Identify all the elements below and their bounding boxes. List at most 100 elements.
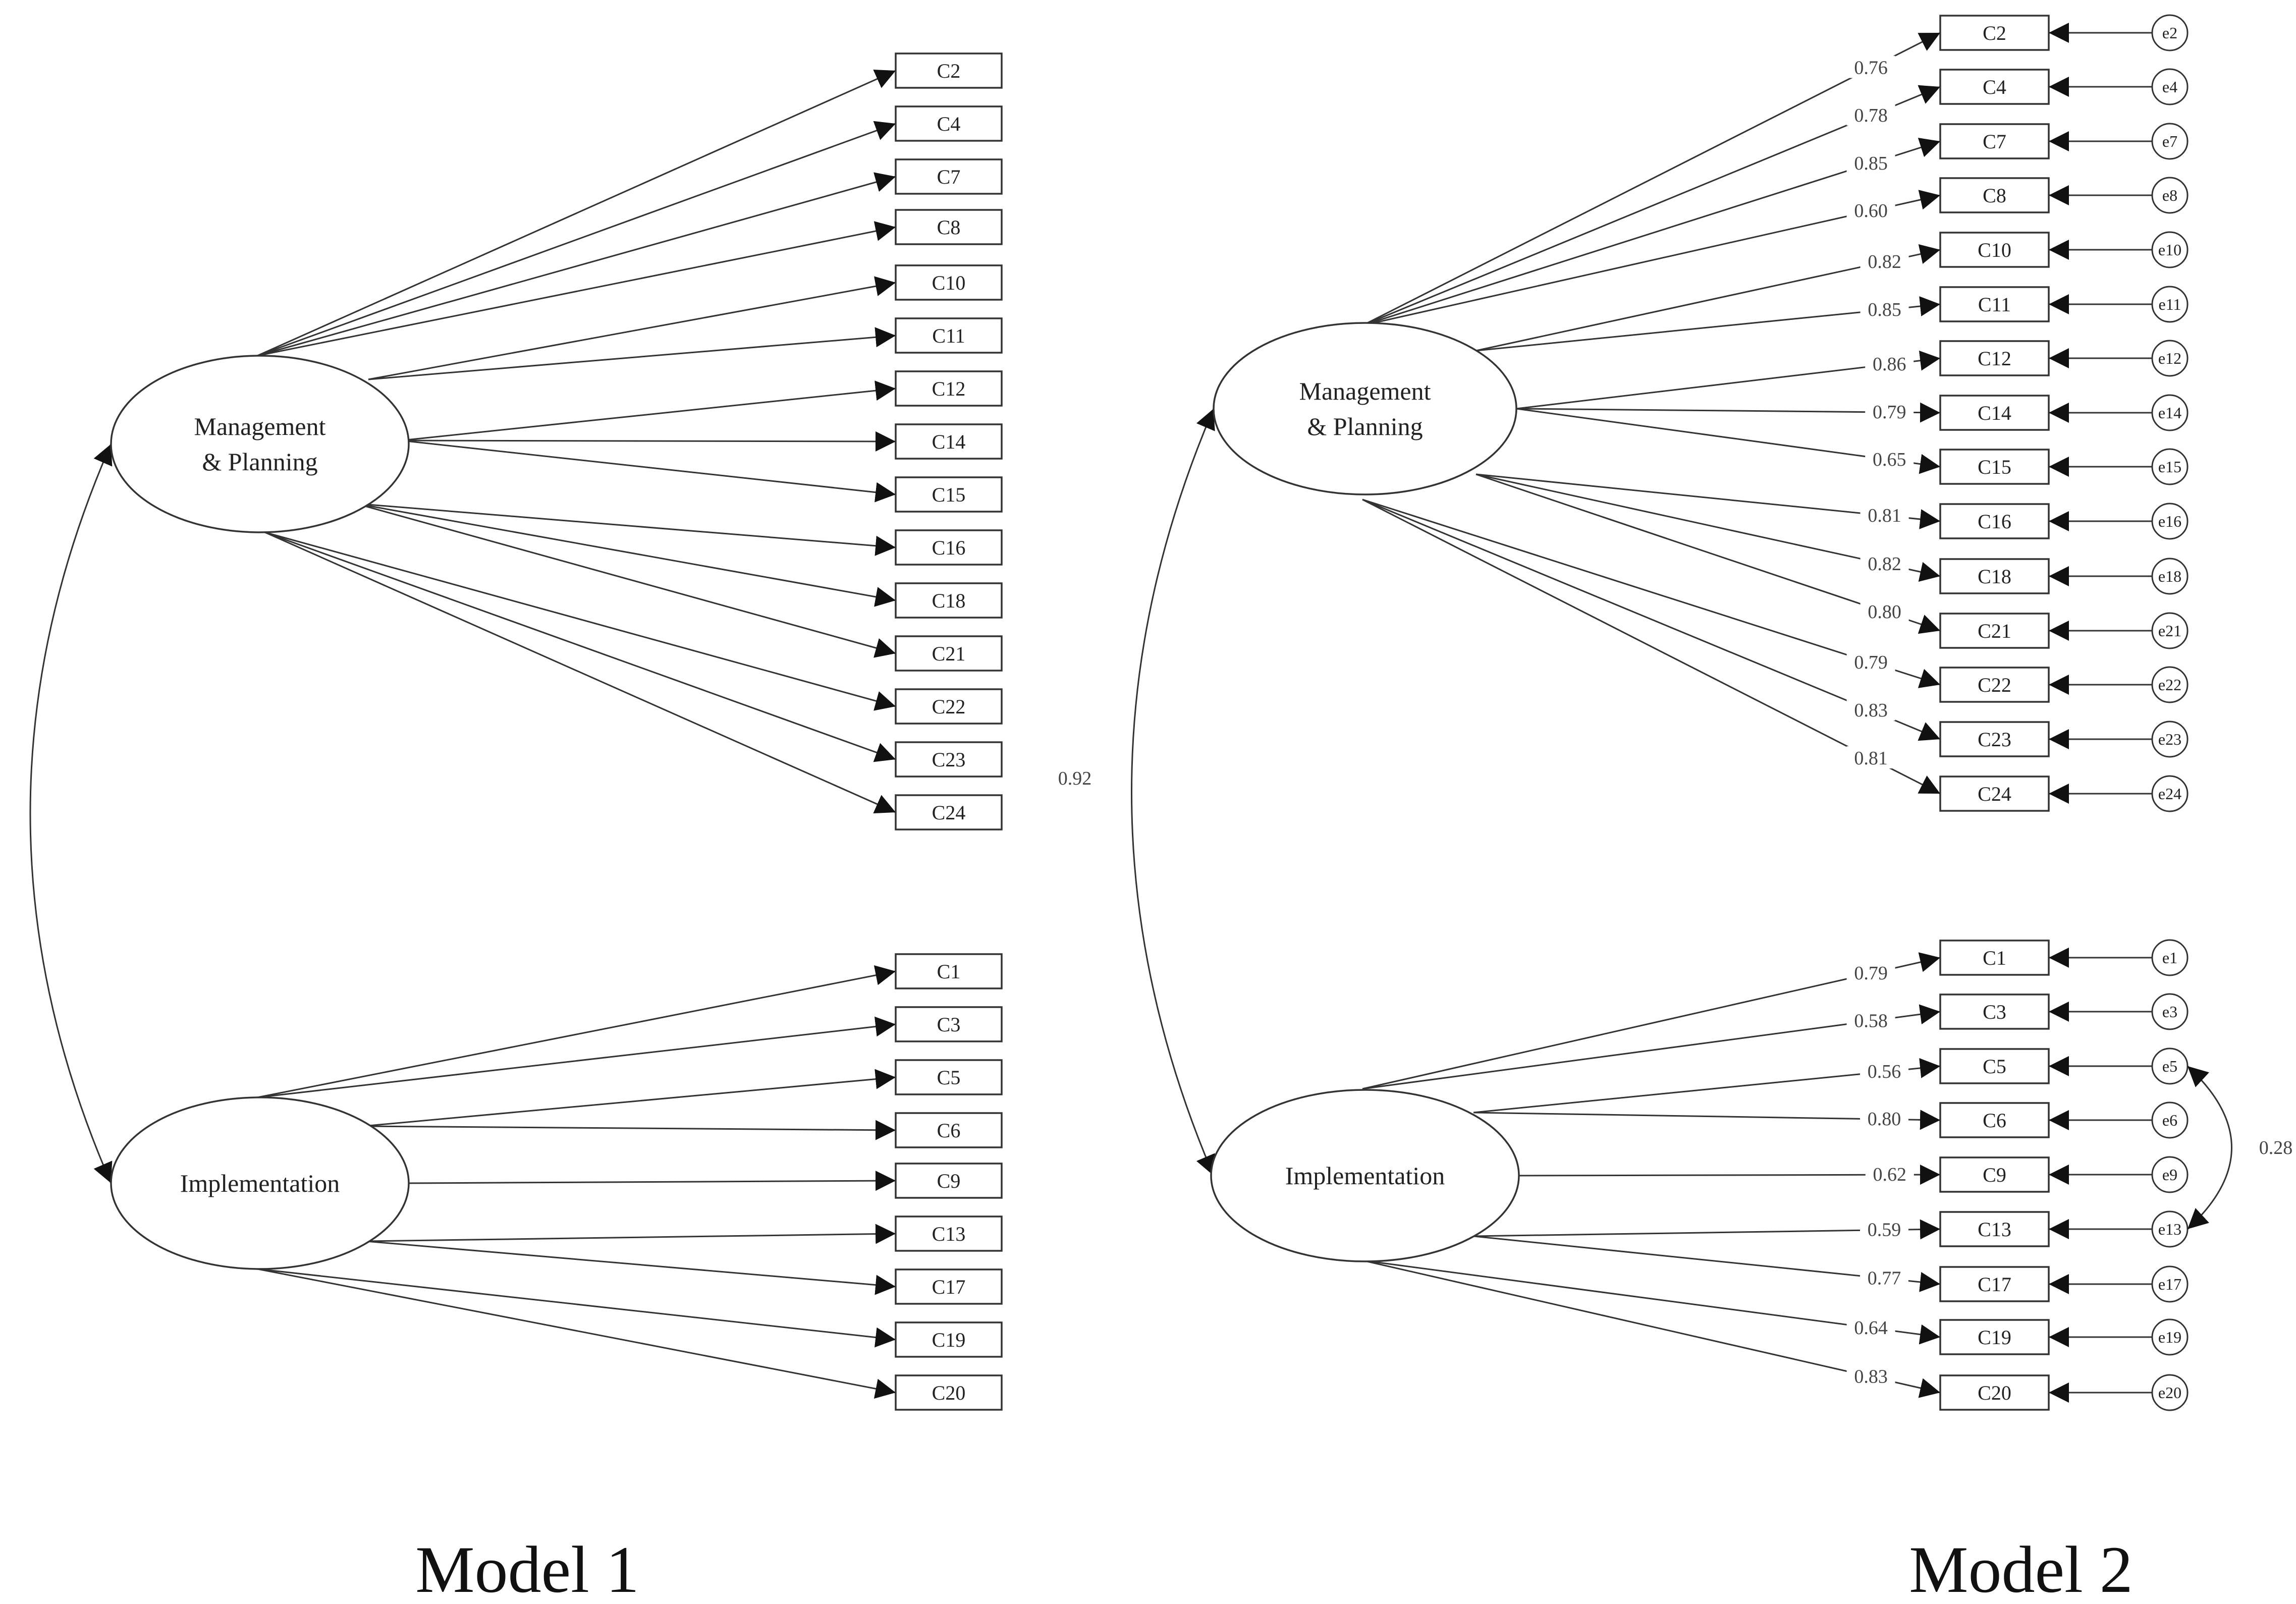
model-2-loading-value-c19: 0.64 <box>1854 1317 1888 1339</box>
model-2-loading-label-bg <box>1860 1060 1908 1082</box>
model-2-loading-label-bg <box>1846 961 1895 984</box>
model-1-indicator-box-c7 <box>895 158 1003 195</box>
model-1-indicator-box-c9 <box>895 1163 1003 1199</box>
model-1-loading-arrow-c9 <box>408 1171 896 1191</box>
model-2-error-circle-e2 <box>2151 14 2189 51</box>
model-2-loading-value-c16: 0.81 <box>1868 505 1901 526</box>
model-2-indicator-label-c15: C15 <box>1978 456 2011 478</box>
model-2-loading-arrow-c23 <box>1362 499 1941 741</box>
model-2-error-label-e3: e3 <box>2162 1003 2177 1021</box>
model-2-indicator-box-c10 <box>1939 232 2050 268</box>
model-2-loading-arrow-c2 <box>1362 32 1941 326</box>
model-2-loading-value-c20: 0.83 <box>1854 1366 1888 1388</box>
model-2-loading-label-bg <box>1860 1266 1908 1289</box>
model-1-indicator-label-c19: C19 <box>932 1329 966 1351</box>
model-2-error-circle-e8 <box>2151 177 2189 214</box>
model-2-loading-arrow-c4 <box>1362 85 1941 326</box>
model-1-indicator-box-c10 <box>895 264 1003 301</box>
model-2-indicator-label-c21: C21 <box>1978 620 2011 642</box>
model-2-indicator-box-c1 <box>1939 939 2050 976</box>
model-2-error-label-e9: e9 <box>2162 1166 2177 1184</box>
model-2-error-label-e10: e10 <box>2158 241 2181 259</box>
model-1-loading-arrow-c14 <box>401 431 896 452</box>
model-2-indicator-box-c24 <box>1939 776 2050 812</box>
model-2-error-label-e6: e6 <box>2162 1111 2177 1129</box>
model-2-error-label-e5: e5 <box>2162 1057 2177 1075</box>
model-2-factor-correlation-arrow <box>1131 408 1215 1176</box>
model-2-loading-arrow-c8 <box>1362 190 1941 326</box>
model-2-error-circle-e10 <box>2151 231 2189 268</box>
model-1-indicator-label-c2: C2 <box>937 60 961 82</box>
model-1-loading-arrow-c11 <box>368 327 896 380</box>
model-1-indicator-box-c16 <box>895 529 1003 566</box>
model-2-loading-label-bg <box>1865 1163 1914 1185</box>
model-2-factor-correlation-value: 0.92 <box>1058 768 1092 789</box>
model-2-loading-label-bg <box>1846 103 1895 126</box>
model-2-indicator-box-c22 <box>1939 667 2050 703</box>
model-2-indicator-label-c7: C7 <box>1983 130 2006 153</box>
model-1-loading-arrow-c16 <box>355 503 896 556</box>
model-2-error-circle-e23 <box>2151 721 2189 758</box>
model-2-indicator-box-c16 <box>1939 503 2050 539</box>
model-2-factor-management-planning-label: & Planning <box>1307 412 1423 440</box>
model-1-indicator-label-c13: C13 <box>932 1223 966 1245</box>
model-2-error-circle-e11 <box>2151 286 2189 323</box>
model-2-indicator-label-c17: C17 <box>1978 1273 2011 1296</box>
model-1-factor-implementation-ellipse <box>110 1096 410 1270</box>
model-1-loading-arrow-c19 <box>257 1268 896 1348</box>
model-1-indicator-box-c5 <box>895 1059 1003 1095</box>
model-1-indicator-box-c14 <box>895 423 1003 460</box>
model-1-loading-arrow-c2 <box>257 70 896 357</box>
model-2-loading-label-bg <box>1846 56 1895 78</box>
model-1-loading-arrow-c20 <box>257 1268 896 1399</box>
model-2-indicator-label-c6: C6 <box>1983 1109 2006 1132</box>
model-2-factor-management-planning-label: Management <box>1299 377 1431 405</box>
model-2-error-label-e18: e18 <box>2158 567 2181 585</box>
model-1-indicator-box-c23 <box>895 741 1003 778</box>
model-1-indicator-label-c4: C4 <box>937 113 961 135</box>
model-1-loading-arrow-c13 <box>365 1224 896 1244</box>
model-2-loading-value-c24: 0.81 <box>1854 748 1888 769</box>
model-1-loading-arrow-c23 <box>264 531 896 762</box>
model-1-indicator-label-c11: C11 <box>932 324 965 347</box>
model-2-error-circle-e4 <box>2151 68 2189 105</box>
model-1-indicator-label-c10: C10 <box>932 271 966 294</box>
model-2-indicator-label-c8: C8 <box>1983 184 2006 207</box>
model-2-error-label-e20: e20 <box>2158 1384 2181 1402</box>
model-1-indicator-box-c4 <box>895 105 1003 142</box>
model-1-factor-management-planning-ellipse <box>110 355 410 533</box>
model-2-loading-value-c3: 0.58 <box>1854 1010 1888 1031</box>
model-2-loading-value-c9: 0.62 <box>1873 1164 1907 1185</box>
model-2-error-label-e17: e17 <box>2158 1275 2181 1293</box>
model-2-indicator-box-c2 <box>1939 15 2050 51</box>
model-2-error-label-e2: e2 <box>2162 24 2177 42</box>
model-2-error-circle-e16 <box>2151 503 2189 540</box>
model-1-indicator-label-c17: C17 <box>932 1276 966 1298</box>
model-1-loading-arrow-c22 <box>264 531 896 711</box>
model-2-indicator-label-c4: C4 <box>1983 76 2006 98</box>
model-2-error-label-e23: e23 <box>2158 730 2181 748</box>
model-2-error-covariance-label-bg <box>2256 1134 2296 1159</box>
model-2-loading-label-bg <box>1846 1009 1895 1031</box>
model-1-indicator-box-c21 <box>895 635 1003 672</box>
model-1-loading-arrow-c3 <box>257 1016 896 1098</box>
model-2-loading-label-bg <box>1846 1364 1895 1387</box>
model-1-indicator-label-c22: C22 <box>932 695 966 718</box>
model-2-loading-arrow-c7 <box>1362 138 1941 326</box>
model-1-loading-arrow-c4 <box>257 121 896 357</box>
model-2-error-label-e12: e12 <box>2158 349 2181 367</box>
model-1-indicator-label-c24: C24 <box>932 801 966 824</box>
model-1-indicator-box-c22 <box>895 688 1003 725</box>
model-2-error-circle-e18 <box>2151 558 2189 595</box>
model-1-indicator-box-c11 <box>895 317 1003 354</box>
model-2-loading-value-c10: 0.82 <box>1868 251 1901 272</box>
model-1-indicator-box-c18 <box>895 582 1003 619</box>
model-1-loading-arrow-c5 <box>363 1069 896 1127</box>
model-1-indicator-box-c8 <box>895 209 1003 245</box>
model-2-loading-label-bg <box>1860 1107 1908 1130</box>
model-2-indicator-box-c5 <box>1939 1048 2050 1084</box>
model-2-error-label-e19: e19 <box>2158 1328 2181 1346</box>
model-1-indicator-label-c7: C7 <box>937 165 961 188</box>
model-2-indicator-label-c14: C14 <box>1978 402 2011 424</box>
